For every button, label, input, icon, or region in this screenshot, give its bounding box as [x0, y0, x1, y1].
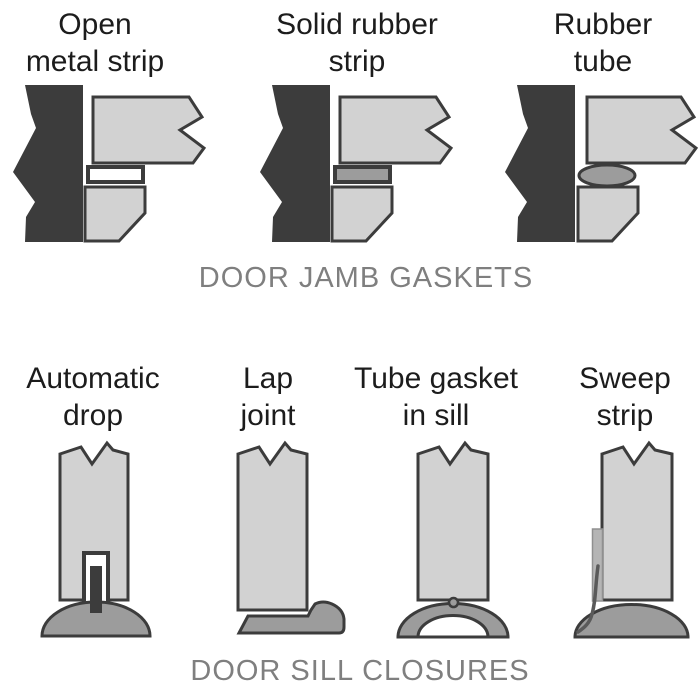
open-metal-strip-gasket [86, 165, 145, 184]
sill-closures-caption: DOOR SILL CLOSURES [190, 655, 530, 687]
title-line: Lap [242, 362, 294, 395]
title-line: Sweep [579, 362, 671, 395]
title-line: Automatic [26, 362, 160, 395]
door-stop-shape [330, 185, 394, 243]
diagram-solid-rubber-strip [260, 85, 454, 243]
title-line: Tube gasket [354, 362, 518, 395]
title-line: strip [328, 45, 386, 78]
door-jamb-shape [505, 85, 575, 242]
diagram-open-metal-strip [13, 85, 207, 243]
door-stop-shape [83, 185, 147, 243]
door-shape [416, 440, 490, 602]
door-shape [236, 440, 309, 612]
solid-rubber-strip-gasket [333, 165, 392, 184]
title-line: strip [596, 399, 654, 432]
door-stop-shape [576, 185, 640, 243]
title-line: in sill [402, 399, 470, 432]
drop-bar-shape [90, 566, 102, 613]
door-panel-shape [91, 95, 207, 165]
title-line: Open [58, 8, 132, 41]
tube-gasket-knob [447, 596, 460, 609]
sill-dome-shape [573, 603, 690, 639]
title-line: metal strip [25, 45, 165, 78]
rubber-tube-gasket [577, 163, 637, 188]
title-line: tube [573, 45, 633, 78]
title-solid-rubber-strip: Solid rubber strip [276, 6, 438, 80]
door-shape [600, 440, 674, 602]
title-line: drop [62, 399, 124, 432]
diagram-automatic-drop [40, 440, 152, 638]
title-line: Solid rubber [276, 8, 438, 41]
diagram-rubber-tube [505, 85, 699, 243]
diagram-tube-gasket-in-sill [396, 440, 510, 639]
title-tube-gasket-in-sill: Tube gasket in sill [354, 360, 518, 434]
sweep-blade-shape [576, 564, 600, 634]
title-automatic-drop: Automatic drop [26, 360, 159, 434]
title-open-metal-strip: Open metal strip [26, 6, 164, 80]
door-panel-shape [338, 95, 454, 165]
title-sweep-strip: Sweep strip [579, 360, 671, 434]
door-jamb-shape [13, 85, 83, 242]
lap-sill-shape [236, 600, 346, 635]
jamb-gaskets-caption: DOOR JAMB GASKETS [198, 262, 534, 294]
title-line: joint [240, 399, 296, 432]
diagram-sweep-strip [573, 440, 690, 639]
door-panel-shape [585, 95, 699, 165]
title-lap-joint: Lap joint [240, 360, 295, 434]
diagram-lap-joint [236, 440, 346, 635]
title-rubber-tube: Rubber tube [554, 6, 652, 80]
title-line: Rubber [553, 8, 653, 41]
sill-arch-channel [416, 614, 490, 639]
door-jamb-shape [260, 85, 330, 242]
